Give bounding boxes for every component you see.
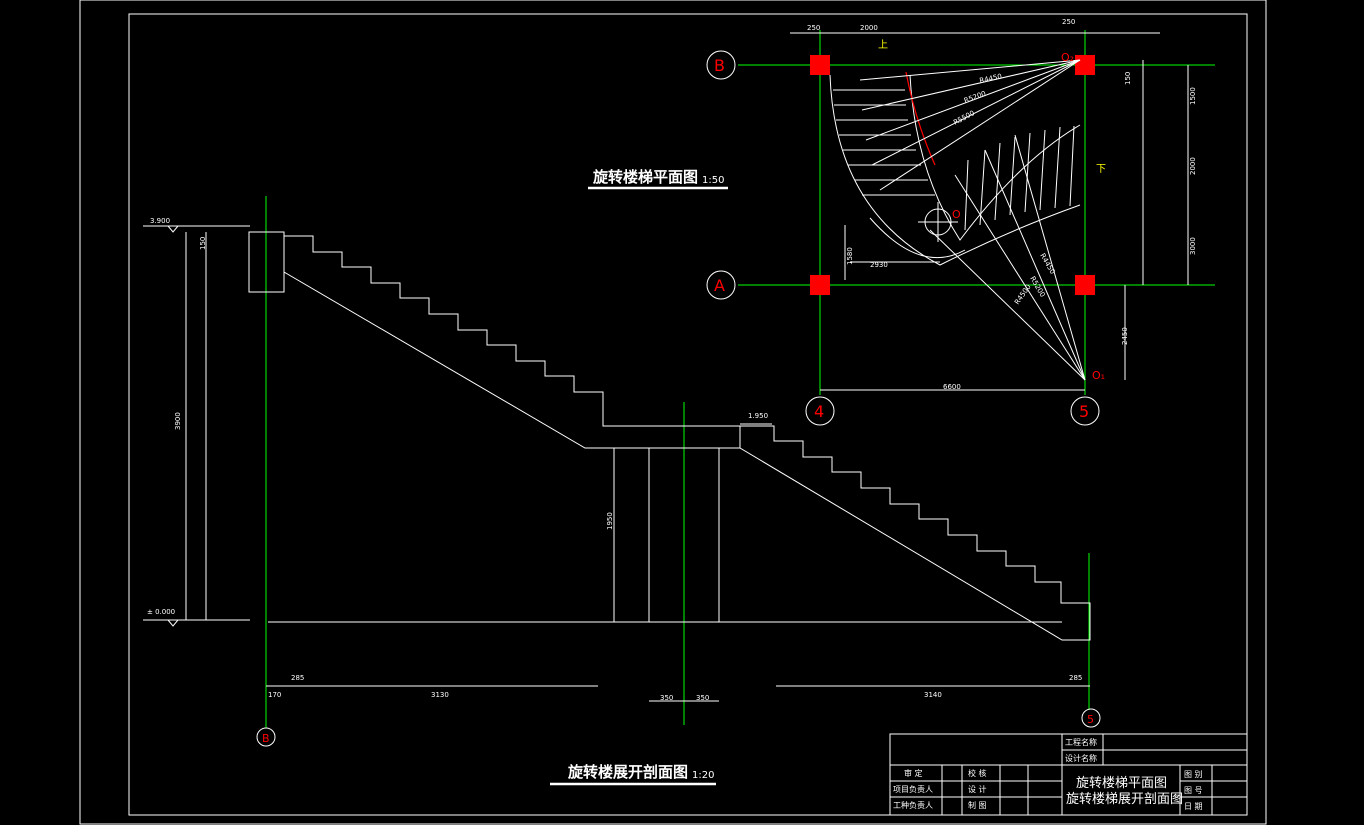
dim-2000-right: 2000 — [1189, 157, 1197, 175]
dim-3000-right: 3000 — [1189, 237, 1197, 255]
section-scale: 1:20 — [692, 770, 714, 781]
column-b5 — [1075, 55, 1095, 75]
o-marker: O — [952, 208, 961, 221]
red-walk-line — [905, 71, 936, 166]
stair-outer-arc — [829, 74, 1081, 266]
date-label: 日 期 — [1184, 802, 1203, 811]
left-run: 3130 — [431, 691, 449, 699]
dim-2450: 2450 — [1121, 327, 1129, 345]
project-name-label: 工程名称 — [1065, 737, 1097, 747]
dim-2000-top: 2000 — [860, 24, 878, 32]
section-axis-label-b: B — [262, 732, 270, 745]
dim-1580: 1580 — [846, 247, 854, 265]
radius-label-4: R4450 — [1038, 252, 1056, 276]
level-top: 3.900 — [150, 217, 170, 225]
axis-label-b: B — [714, 56, 725, 75]
section-axis-bubble-5 — [1081, 708, 1101, 728]
axis-bubble-b — [706, 50, 736, 80]
axis-label-a: A — [714, 276, 725, 295]
title-block: 工程名称 设计名称 审 定 校 核 项目负责人 设 计 工种负责人 制 图 旋转… — [889, 733, 1248, 816]
landing-height: 1950 — [606, 512, 614, 530]
o2-marker: O₂ — [1061, 51, 1074, 64]
dim-1500-right: 1500 — [1189, 87, 1197, 105]
drawing-title-1: 旋转楼梯平面图 — [1076, 776, 1167, 791]
dim-150-right: 150 — [1124, 72, 1132, 85]
stair-plan: B A 4 5 — [588, 18, 1215, 426]
plan-treads — [833, 89, 1075, 231]
o1-marker: O₁ — [1092, 369, 1105, 382]
landing-half-2: 350 — [696, 694, 709, 702]
stair-section: B 5 3.900 ± 0.000 1.950 3900 1950 150 — [143, 196, 1101, 786]
dim-250-right: 250 — [1062, 18, 1075, 26]
drawing-label: 制 图 — [968, 800, 987, 810]
column-a5 — [1075, 275, 1095, 295]
left-offset: 170 — [268, 691, 281, 699]
column-b4 — [810, 55, 830, 75]
radius-label-1: R4450 — [979, 72, 1003, 85]
radial-lines-o1 — [929, 134, 1086, 381]
dim-250-left: 250 — [807, 24, 820, 32]
sheet-inner-frame — [128, 13, 1248, 816]
sheet-outer-frame — [79, 0, 1267, 825]
drawing-title-2: 旋转楼梯展开剖面图 — [1066, 792, 1183, 807]
section-axis-label-5: 5 — [1087, 713, 1094, 726]
axis-bubble-a — [706, 270, 736, 300]
right-run: 3140 — [924, 691, 942, 699]
radius-label-2: R5200 — [963, 90, 987, 105]
up-marker: 上 — [878, 39, 888, 51]
right-tread: 285 — [1069, 674, 1082, 682]
down-marker: 下 — [1096, 164, 1106, 175]
column-a4 — [810, 275, 830, 295]
lower-flight — [739, 425, 1091, 641]
discipline-lead-label: 工种负责人 — [893, 800, 933, 810]
sheet-cat-label: 图 别 — [1184, 770, 1203, 779]
section-axis-bubble-b — [256, 727, 276, 747]
design-label: 设 计 — [968, 784, 987, 794]
axis-bubble-4 — [805, 396, 835, 426]
level-mid: 1.950 — [748, 412, 768, 420]
radius-label-3: R5500 — [952, 109, 976, 127]
dim-6600: 6600 — [943, 383, 961, 391]
level-bottom: ± 0.000 — [147, 608, 175, 616]
axis-bubble-5 — [1070, 396, 1100, 426]
approve-label: 审 定 — [904, 768, 923, 778]
project-lead-label: 项目负责人 — [893, 784, 933, 794]
axis-label-4: 4 — [814, 402, 824, 421]
riser-label: 150 — [199, 237, 207, 250]
design-name-label: 设计名称 — [1065, 753, 1097, 763]
plan-scale: 1:50 — [702, 175, 724, 186]
plan-title: 旋转楼梯平面图 — [592, 168, 698, 186]
sheet-no-label: 图 号 — [1184, 786, 1203, 795]
check-label: 校 核 — [968, 768, 987, 778]
axis-label-5: 5 — [1079, 402, 1089, 421]
height-total: 3900 — [174, 412, 182, 430]
left-tread: 285 — [291, 674, 304, 682]
upper-flight — [283, 235, 741, 449]
section-title: 旋转楼展开剖面图 — [567, 763, 688, 781]
radial-lines-o2 — [859, 59, 1081, 191]
stair-inner-arc — [909, 74, 1081, 241]
radius-label-6: R4500 — [1013, 283, 1033, 306]
dim-2930: 2930 — [870, 261, 888, 269]
landing-half-1: 350 — [660, 694, 673, 702]
